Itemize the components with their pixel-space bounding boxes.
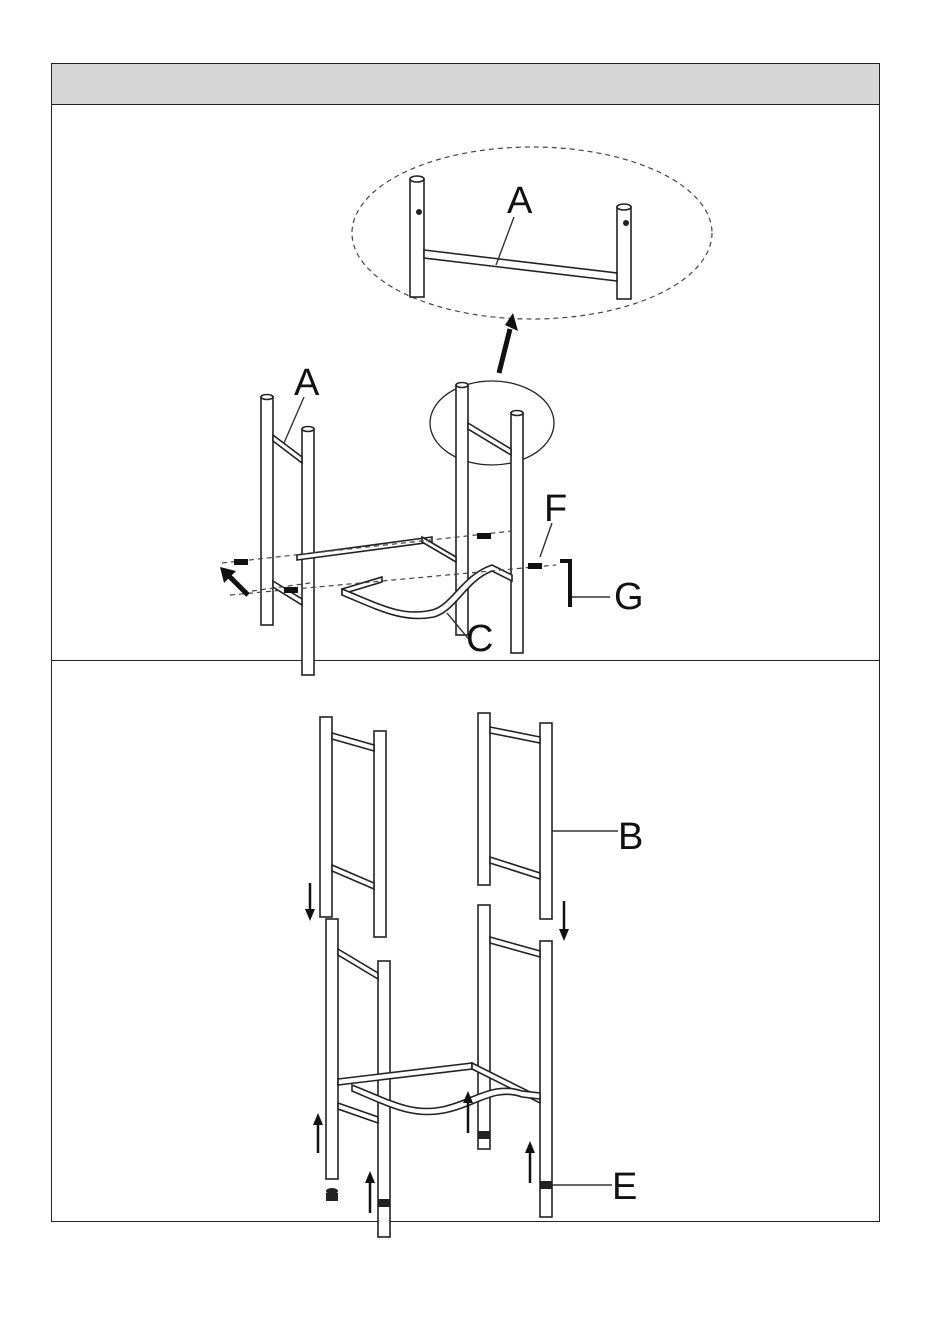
step-1-panel: A A — [52, 105, 879, 661]
allen-key-g — [560, 561, 570, 607]
base-piece-c — [297, 537, 512, 619]
right-frame — [456, 383, 523, 654]
label-c: C — [466, 618, 493, 660]
down-arrow-left — [305, 883, 315, 921]
label-g: G — [614, 576, 644, 618]
label-e: E — [612, 1166, 637, 1208]
lower-frame — [326, 905, 552, 1237]
label-b: B — [618, 816, 643, 858]
detail-label-a: A — [507, 180, 533, 222]
detail-leader-a — [496, 217, 514, 265]
detail-callout-ellipse — [352, 147, 712, 319]
upper-left-frame — [320, 717, 386, 937]
insert-arrow — [220, 567, 248, 595]
step-1-diagram: A A — [52, 105, 881, 661]
down-arrow-right — [559, 901, 569, 941]
step-2-diagram: B — [52, 661, 881, 1221]
detail-arrow — [499, 313, 518, 373]
upper-right-frame — [478, 713, 552, 919]
label-a: A — [294, 362, 320, 404]
callout-ellipse — [430, 381, 554, 465]
step-2-panel: B — [52, 661, 879, 1221]
label-f: F — [544, 488, 567, 530]
instruction-sheet: A A — [51, 63, 880, 1222]
header-bar — [52, 64, 879, 105]
